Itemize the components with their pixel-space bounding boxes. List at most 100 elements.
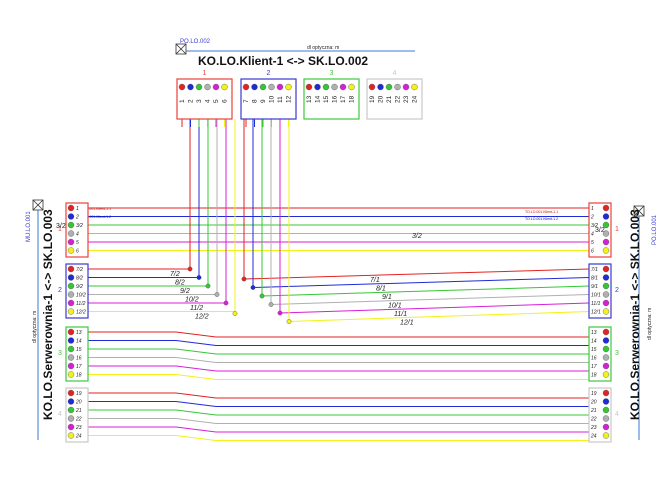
fiber-dot-icon[interactable] [602,221,610,229]
fiber-dot-icon[interactable] [212,83,220,91]
fiber-dot-icon[interactable] [314,83,321,91]
fiber-dot-icon[interactable] [602,337,610,344]
fiber-dot-icon[interactable] [602,213,610,220]
fiber-dot-icon[interactable] [67,299,75,307]
fiber-dot-icon[interactable] [602,389,610,397]
fiber-dot-icon[interactable] [348,83,355,91]
fiber-dot-icon[interactable] [276,83,284,91]
fiber-dot-icon[interactable] [602,299,610,307]
top-fiber-number: 19 [369,95,376,103]
fiber-dot-icon[interactable] [259,83,267,91]
fiber-dot-icon[interactable] [67,221,75,229]
fiber-dot-icon[interactable] [251,83,258,91]
fiber-dot-icon[interactable] [67,328,75,336]
fiber-dot-icon[interactable] [67,291,75,298]
fiber-dot-icon[interactable] [67,389,75,397]
splice-point[interactable] [196,275,202,280]
right-tube1-side-label: 3/2 [595,227,605,234]
fiber-dot-icon[interactable] [67,230,75,237]
splice-point[interactable] [187,266,193,272]
fiber-dot-icon[interactable] [602,282,610,290]
fiber-dot-icon[interactable] [411,83,418,91]
top-cable-marker-icon[interactable] [175,43,187,55]
fiber-dot-icon[interactable] [67,423,75,431]
fiber-dot-icon[interactable] [602,274,610,281]
fiber-dot-icon[interactable] [602,247,610,254]
fiber-dot-icon[interactable] [602,265,610,273]
fiber-dot-icon[interactable] [67,274,75,281]
fiber-dot-icon[interactable] [187,83,194,91]
splice-point[interactable] [277,310,283,316]
fiber-dot-icon[interactable] [602,423,610,431]
fiber-dot-icon[interactable] [602,291,610,298]
fiber-dot-icon[interactable] [67,406,75,414]
fiber-dot-icon[interactable] [602,345,610,353]
fiber-dot-icon[interactable] [67,362,75,370]
fiber-dot-icon[interactable] [602,238,610,246]
splice-point[interactable] [232,311,238,316]
fiber-dot-icon[interactable] [602,371,610,378]
fiber-dot-icon[interactable] [67,265,75,273]
fiber-dot-icon[interactable] [221,83,228,91]
fiber-dot-icon[interactable] [339,83,347,91]
splice-point[interactable] [214,292,220,297]
fiber-dot-icon[interactable] [602,432,610,439]
fiber-dot-icon[interactable] [602,354,610,361]
fiber-dot-icon[interactable] [67,415,75,422]
fiber-dot-icon[interactable] [602,398,610,405]
fiber-dot-icon[interactable] [268,83,275,91]
fiber-dot-icon[interactable] [204,83,211,91]
fiber-dot-icon[interactable] [602,308,610,315]
fiber-dot-icon[interactable] [602,415,610,422]
fiber-dot-icon[interactable] [67,204,75,212]
splice-point[interactable] [205,283,211,289]
fiber-dot-icon[interactable] [305,83,313,91]
splice-point[interactable] [268,302,274,307]
fiber-dot-icon[interactable] [602,204,610,212]
fiber-dot-icon[interactable] [602,328,610,336]
fiber-dot-icon[interactable] [322,83,330,91]
fiber-dot-icon[interactable] [178,83,186,91]
fiber-dot-icon[interactable] [67,247,75,254]
fiber-dot-icon[interactable] [67,432,75,439]
fiber-dot-icon[interactable] [67,345,75,353]
splice-point[interactable] [250,285,256,290]
fiber-dot-icon[interactable] [195,83,203,91]
fiber-dot-icon[interactable] [67,398,75,405]
splice-point[interactable] [223,300,229,306]
fiber-dot-icon[interactable] [602,362,610,370]
fiber-dot-icon[interactable] [67,238,75,246]
fiber-dot-icon[interactable] [385,83,393,91]
fiber-dot-icon[interactable] [67,354,75,361]
fiber-dot-icon[interactable] [402,83,410,91]
fiber-dot-icon[interactable] [67,337,75,344]
fiber-dot-icon[interactable] [331,83,338,91]
splice-point[interactable] [286,319,292,324]
right-tube-group[interactable]: 27/18/19/110/111/112/1 [588,263,619,319]
left-tube-group[interactable]: 27/28/29/210/211/212/2 [58,263,89,319]
fiber-dot-icon[interactable] [602,406,610,414]
fiber-dot-icon[interactable] [67,213,75,220]
fiber-dot-icon[interactable] [394,83,401,91]
splice-point[interactable] [241,276,247,282]
fiber-dot-icon[interactable] [242,83,250,91]
top-fiber-number: 4 [205,99,212,103]
fiber-dot-icon[interactable] [285,83,292,91]
fiber-dot-icon[interactable] [377,83,384,91]
fiber-dot-icon[interactable] [67,282,75,290]
splice-point[interactable] [259,293,265,299]
fiber-dot-icon[interactable] [602,230,610,237]
fiber-dot-icon[interactable] [67,371,75,378]
fiber-dot-icon[interactable] [368,83,376,91]
fiber-dot-icon[interactable] [67,308,75,315]
